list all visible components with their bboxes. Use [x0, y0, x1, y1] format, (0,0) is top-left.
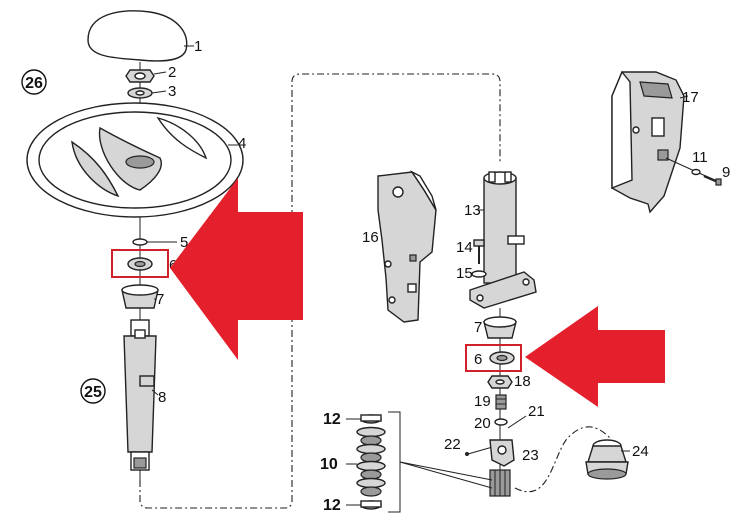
grommet-part [585, 439, 629, 480]
boot-ring [356, 477, 386, 489]
clamp-bottom-part [360, 500, 382, 510]
bracket-plate-part [377, 170, 437, 323]
callout-12-bottom: 12 [323, 497, 341, 514]
bushing-left-part [121, 284, 159, 309]
clamp-top-part [360, 414, 382, 424]
callout-18: 18 [514, 373, 531, 390]
bearing-washer-left-part [127, 257, 153, 271]
washer-part [127, 87, 153, 99]
universal-joint-part [489, 439, 515, 497]
callout-16: 16 [362, 229, 379, 246]
red-arrow-left [170, 178, 303, 360]
callout-13: 13 [464, 202, 481, 219]
callout-9: 9 [722, 164, 730, 181]
boot-ring [360, 486, 382, 497]
boot-group-bracket [388, 411, 401, 513]
callout-5: 5 [180, 234, 188, 251]
boot-ring [360, 435, 382, 446]
group-badge-25: 25 [80, 378, 106, 404]
callout-2: 2 [168, 64, 176, 81]
rubber-boot-part [356, 426, 386, 497]
bolt-part [473, 239, 485, 264]
callout-6-center: 6 [474, 351, 482, 368]
steering-column-part [469, 171, 537, 309]
hose-connector-line [514, 426, 611, 493]
callout-20: 20 [474, 415, 491, 432]
callout-17: 17 [682, 89, 699, 106]
callout-25: 25 [84, 384, 102, 401]
boot-ring [356, 460, 386, 472]
bushing-center-part [483, 316, 517, 339]
bearing-washer-center-part [489, 351, 515, 365]
ring-part [132, 238, 148, 246]
boot-ring [360, 452, 382, 463]
callout-24: 24 [632, 443, 649, 460]
callout-26: 26 [25, 75, 43, 92]
callout-22: 22 [444, 436, 461, 453]
steering-wheel-part [26, 102, 244, 218]
callout-8: 8 [158, 389, 166, 406]
group-badge-26: 26 [21, 69, 47, 95]
boot-ring [360, 469, 382, 480]
callout-1: 1 [194, 38, 202, 55]
spring-part [495, 394, 507, 410]
ring-center-part [494, 418, 508, 426]
callout-7-left: 7 [156, 291, 164, 308]
washer-11-part [691, 168, 701, 176]
callout-15: 15 [456, 265, 473, 282]
washer-small-part [471, 270, 487, 278]
boot-ring [356, 426, 386, 438]
cap-part [87, 10, 188, 62]
pin-part [465, 452, 469, 456]
callout-3: 3 [168, 83, 176, 100]
callout-10: 10 [320, 456, 338, 473]
highlight-box-left [111, 249, 169, 278]
callout-4: 4 [238, 135, 246, 152]
callout-23: 23 [522, 447, 539, 464]
red-arrow-right [525, 306, 665, 407]
nut-center-part [487, 375, 513, 389]
highlight-box-center [465, 344, 522, 372]
nut-part [125, 69, 155, 83]
screw-leader [665, 157, 711, 179]
callout-11: 11 [692, 149, 708, 166]
screw-part [703, 174, 722, 186]
callout-14: 14 [456, 239, 473, 256]
callout-7-center: 7 [474, 319, 482, 336]
callout-21: 21 [528, 403, 545, 420]
boot-ring [356, 443, 386, 455]
steering-shaft-part [123, 319, 157, 471]
callout-19: 19 [474, 393, 491, 410]
cover-part [611, 70, 685, 214]
callout-12-top: 12 [323, 411, 341, 428]
